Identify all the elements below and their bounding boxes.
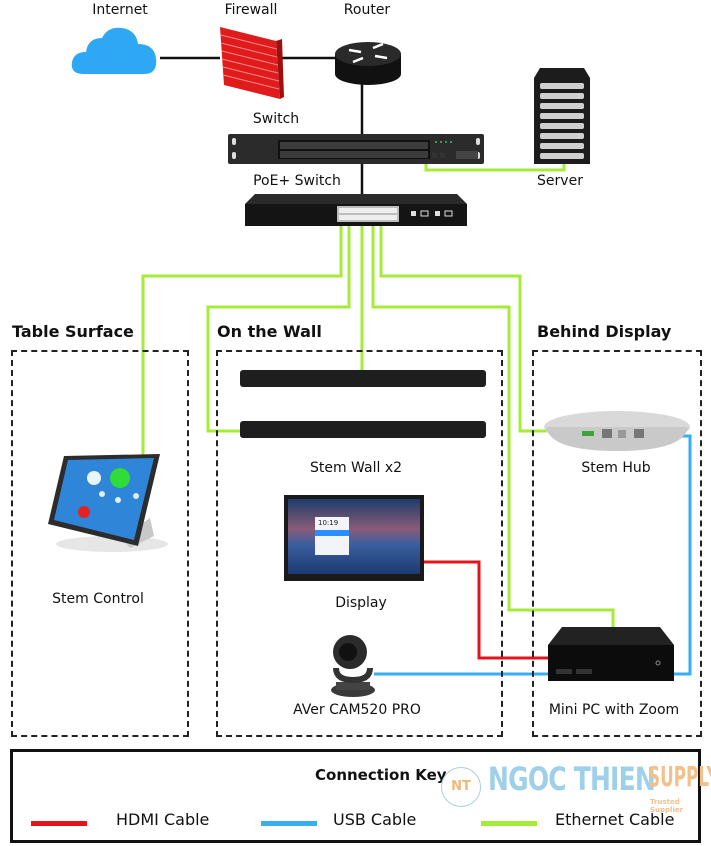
switch-icon — [228, 134, 484, 164]
ethernet-poe-stem-wall-lower — [206, 220, 351, 433]
router-label: Router — [343, 2, 391, 18]
ethernet-wires — [141, 158, 615, 627]
watermark-tagline: Trusted Supplier — [650, 798, 684, 814]
display-clock-card: 10:19 — [315, 517, 349, 555]
stem-wall-bar-lower — [240, 421, 486, 438]
connection-key-title: Connection Key — [315, 766, 447, 784]
poe-switch-icon — [245, 194, 467, 226]
stem-hub-label: Stem Hub — [581, 460, 651, 476]
firewall-label: Firewall — [224, 2, 278, 18]
tablet-icon — [48, 454, 168, 552]
ethernet-key-label: Ethernet Cable — [555, 810, 675, 829]
camera-label: AVer CAM520 PRO — [293, 702, 421, 718]
stem-hub-icon — [544, 411, 690, 451]
connection-key: Connection Key NT NGOC THIEN SUPPLY Trus… — [10, 749, 711, 843]
router-icon — [335, 42, 401, 85]
watermark-logo: NT — [441, 767, 481, 807]
usb-key-label: USB Cable — [333, 810, 417, 829]
stem-wall-label: Stem Wall x2 — [309, 460, 403, 476]
hdmi-display-mini-pc — [424, 560, 551, 660]
ethernet-poe-stem-control — [141, 220, 343, 455]
poe-switch-label: PoE+ Switch — [253, 173, 341, 189]
stem-control-label: Stem Control — [52, 591, 144, 607]
firewall-icon — [220, 27, 284, 99]
zone-behind-display — [532, 350, 702, 737]
internet-label: Internet — [92, 2, 148, 18]
display-icon: 10:19 — [284, 495, 424, 581]
mini-pc-icon — [548, 627, 674, 681]
hdmi-swatch — [31, 821, 87, 826]
hdmi-key-label: HDMI Cable — [116, 810, 210, 829]
usb-swatch — [261, 821, 317, 826]
ethernet-switch-server — [424, 158, 566, 172]
ethernet-swatch — [481, 821, 537, 826]
watermark-supply: SUPPLY — [648, 760, 711, 793]
zone-on-the-wall — [216, 350, 503, 737]
mini-pc-label: Mini PC with Zoom — [548, 702, 680, 718]
display-label: Display — [335, 595, 387, 611]
server-icon — [534, 68, 590, 164]
zone-title-on-the-wall: On the Wall — [217, 322, 322, 341]
ethernet-poe-mini-pc — [371, 220, 615, 627]
server-label: Server — [537, 173, 583, 189]
ethernet-poe-stem-hub — [379, 220, 547, 433]
zone-title-table-surface: Table Surface — [12, 322, 134, 341]
watermark-name: NGOC THIEN — [488, 760, 656, 798]
display-clock: 10:19 — [318, 519, 339, 527]
zone-title-behind-display: Behind Display — [537, 322, 672, 341]
display-screen: 10:19 — [288, 499, 420, 574]
usb-stem-hub-mini-pc — [672, 434, 692, 676]
switch-label: Switch — [252, 111, 300, 127]
stem-wall-bar-upper — [240, 370, 486, 387]
cloud-icon — [71, 27, 157, 74]
zone-table-surface — [11, 350, 189, 737]
camera-icon — [331, 635, 375, 697]
